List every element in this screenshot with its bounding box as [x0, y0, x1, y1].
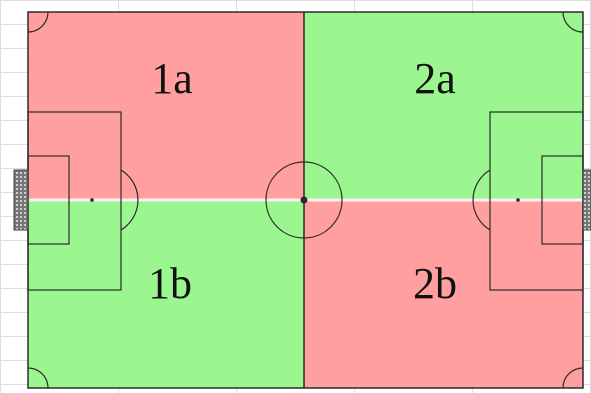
- zone-label-1b: 1b: [148, 259, 192, 308]
- centre-spot: [301, 197, 308, 204]
- left-penalty-spot: [90, 198, 94, 202]
- left-goal-net: [14, 170, 28, 230]
- zone-2a-area: [304, 12, 583, 200]
- right-goal-net: [583, 170, 591, 230]
- zone-label-1a: 1a: [151, 54, 193, 103]
- zone-label-2a: 2a: [414, 54, 456, 103]
- right-penalty-spot: [516, 198, 520, 202]
- zone-label-2b: 2b: [413, 259, 457, 308]
